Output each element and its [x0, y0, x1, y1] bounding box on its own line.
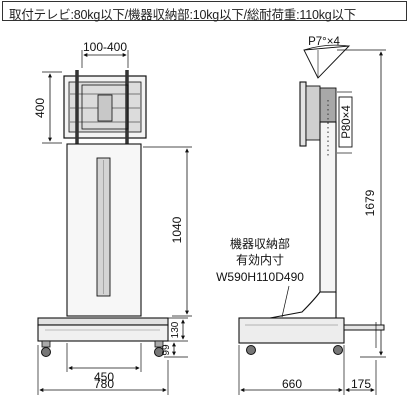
mount-width-dim: 100-400	[83, 40, 127, 54]
spec-bar: 取付テレビ:80kg以下/機器収納部:10kg以下/総耐荷重:110kg以下	[2, 1, 407, 22]
rear-depth-dim: 175	[351, 377, 371, 391]
load-capacity-text: 取付テレビ:80kg以下/機器収納部:10kg以下/総耐荷重:110kg以下	[9, 8, 357, 22]
overall-height-dim: 1679	[363, 189, 377, 216]
tilt-label: P7°×4	[308, 36, 340, 48]
side-view	[238, 44, 386, 395]
pitch-label: P80×4	[341, 105, 353, 139]
storage-size: W590H110D490	[216, 270, 304, 284]
overall-width-dim: 780	[94, 377, 114, 391]
mount-height-dim: 400	[33, 98, 47, 118]
storage-subtitle: 有効内寸	[236, 252, 284, 267]
base-depth-dim: 660	[282, 377, 302, 391]
shelf-dim: 130	[170, 321, 181, 338]
pole-height-dim: 1040	[170, 216, 184, 243]
base-dim: 99	[161, 344, 172, 356]
storage-title: 機器収納部	[230, 236, 290, 251]
caster-span-dim: 450	[94, 370, 114, 384]
front-view	[37, 50, 192, 395]
